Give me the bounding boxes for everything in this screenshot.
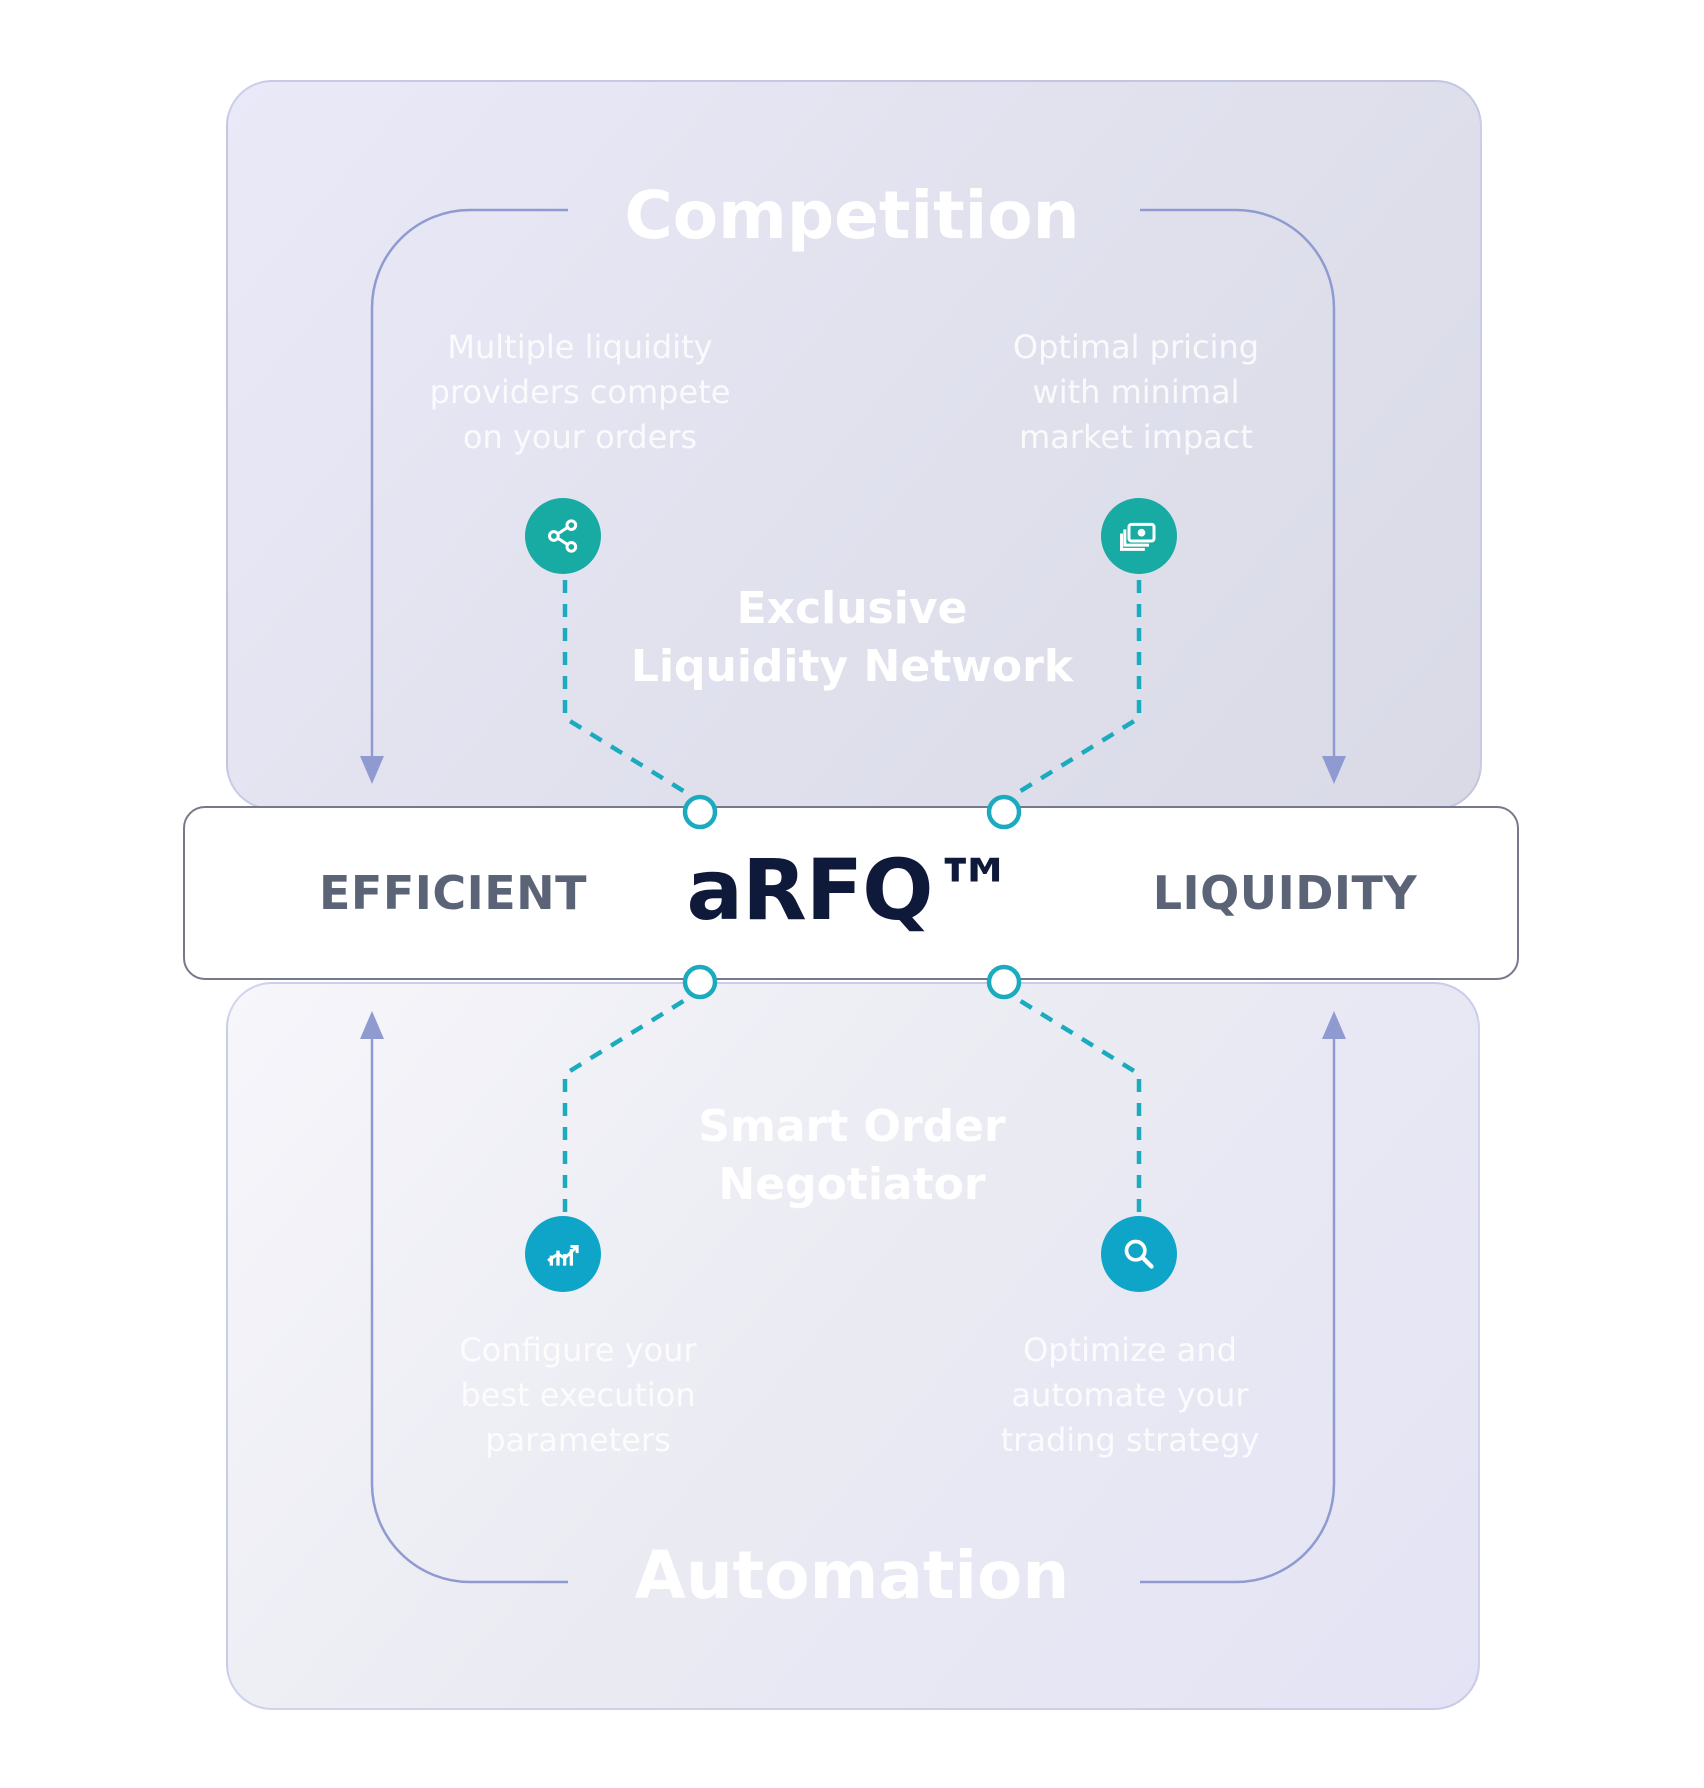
smart-order-negotiator-title: Smart Order Negotiator bbox=[698, 1101, 1006, 1210]
cash-stack-icon bbox=[1120, 522, 1156, 551]
competition-panel bbox=[226, 80, 1482, 810]
growth-chart-node bbox=[525, 1216, 601, 1292]
growth-chart-icon bbox=[547, 1245, 579, 1266]
flow-arc-bottom-right bbox=[1140, 1011, 1346, 1584]
flow-arc-bottom-left bbox=[360, 1011, 568, 1584]
share-icon bbox=[548, 519, 578, 553]
exclusive-liquidity-network-title: Exclusive Liquidity Network bbox=[630, 583, 1074, 692]
liquidity-label: LIQUIDITY bbox=[1152, 866, 1418, 920]
search-node bbox=[1101, 1216, 1177, 1292]
automation-left-text: Configure your best execution parameters bbox=[459, 1331, 697, 1459]
arfq-label: aRFQ™ bbox=[686, 841, 1016, 939]
competition-right-text: Optimal pricing with minimal market impa… bbox=[1012, 328, 1260, 456]
search-icon bbox=[1124, 1239, 1154, 1269]
competition-left-text: Multiple liquidity providers compete on … bbox=[429, 328, 731, 456]
endpoint-bottom-left bbox=[682, 964, 718, 1000]
endpoint-bottom-right bbox=[986, 964, 1022, 1000]
share-node bbox=[525, 498, 601, 574]
center-bar: EFFICIENT aRFQ™ LIQUIDITY bbox=[183, 806, 1519, 980]
endpoint-top-right bbox=[986, 794, 1022, 830]
automation-panel bbox=[226, 982, 1480, 1710]
competition-title: Competition bbox=[624, 177, 1080, 254]
automation-title: Automation bbox=[634, 1537, 1070, 1614]
flow-arc-top-right bbox=[1140, 208, 1346, 784]
endpoint-top-left bbox=[682, 794, 718, 830]
flow-arc-top-left bbox=[360, 208, 568, 784]
efficient-label: EFFICIENT bbox=[318, 866, 588, 920]
cash-node bbox=[1101, 498, 1177, 574]
automation-right-text: Optimize and automate your trading strat… bbox=[1000, 1331, 1260, 1459]
